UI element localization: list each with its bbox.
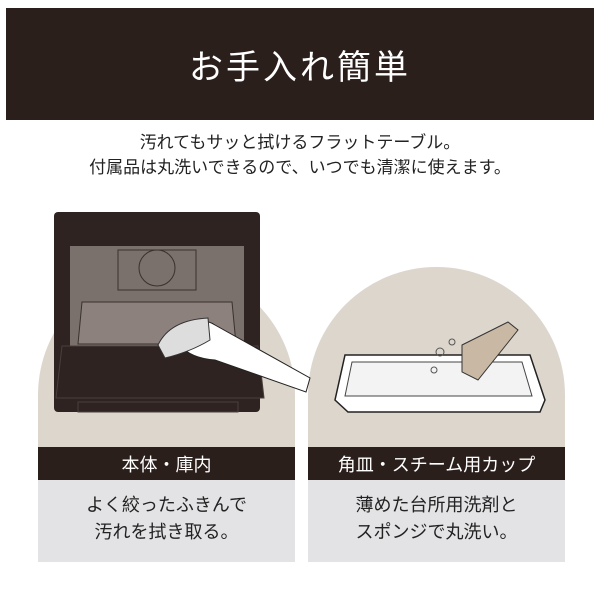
hand-with-cloth — [157, 317, 311, 393]
intro-line-2: 付属品は丸洗いできるので、いつでも清潔に使えます。 — [89, 158, 511, 178]
header-banner: お手入れ簡単 — [6, 8, 594, 120]
caption-line: よく絞ったふきんで — [85, 495, 248, 516]
oven-illustration — [54, 212, 265, 413]
tray-illustration — [334, 321, 546, 413]
caption-line: 汚れを拭き取る。 — [94, 522, 239, 543]
panel-caption: 薄めた台所用洗剤と スポンジで丸洗い。 — [308, 480, 565, 562]
panel-caption: よく絞ったふきんで 汚れを拭き取る。 — [38, 480, 295, 562]
caption-line: スポンジで丸洗い。 — [355, 522, 518, 543]
panel-label: 角皿・スチーム用カップ — [308, 447, 565, 480]
panel-label: 本体・庫内 — [38, 447, 295, 480]
intro-line-1: 汚れてもサッと拭けるフラットテーブル。 — [139, 133, 461, 153]
caption-line: 薄めた台所用洗剤と — [355, 495, 518, 516]
page-title: お手入れ簡単 — [189, 47, 411, 88]
